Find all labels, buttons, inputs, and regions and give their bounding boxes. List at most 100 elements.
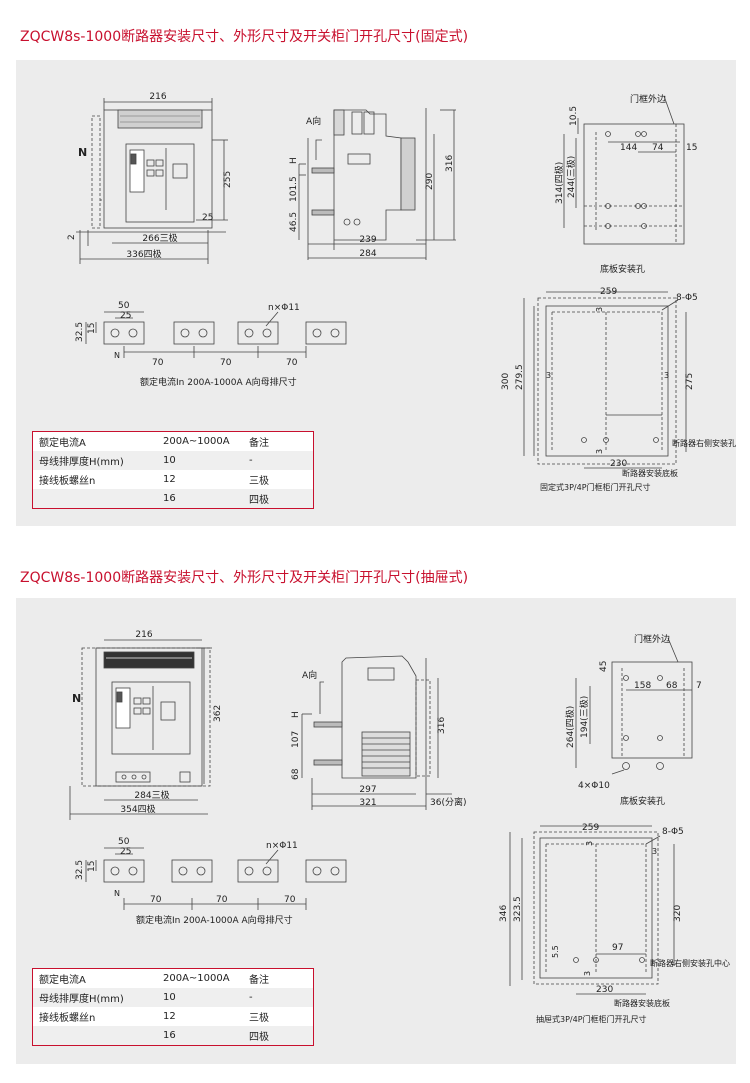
door-230: 230 (596, 985, 613, 995)
dim-284: 284三极 (134, 789, 169, 801)
drawout-spec-table: 额定电流A 200A~1000A 备注 母线排厚度H(mm) 10 - 接线板螺… (32, 968, 314, 1046)
dim-194: 194(三极) (578, 696, 590, 738)
door-3d: 3 (595, 449, 604, 454)
drawout-side-view (301, 655, 452, 810)
fixed-spec-table: 额定电流A 200A~1000A 备注 母线排厚度H(mm) 10 - 接线板螺… (32, 431, 314, 509)
h-label: H (289, 157, 299, 164)
table-row: 母线排厚度H(mm) 10 - (33, 451, 313, 470)
dim-2: 2 (67, 234, 77, 240)
table-cell: 200A~1000A (163, 973, 230, 984)
bus-50: 50 (118, 301, 130, 311)
dim-74: 74 (652, 143, 664, 153)
dim-45: 45 (599, 661, 609, 672)
h-label: H (291, 711, 301, 718)
dim-321: 321 (359, 798, 376, 808)
base-holes: 4×Φ10 (578, 781, 610, 791)
dim-68b: 68 (666, 681, 678, 691)
door-279-5: 279.5 (515, 364, 525, 390)
door-holes: 8-Φ5 (676, 293, 698, 303)
dim-239: 239 (359, 235, 376, 245)
dim-255: 255 (223, 171, 233, 188)
a-direction: A向 (306, 115, 321, 127)
fixed-front-view (76, 98, 228, 264)
dim-158: 158 (634, 681, 651, 691)
table-cell: 16 (163, 1030, 176, 1041)
bus-caption: 额定电流In 200A-1000A A向母排尺寸 (136, 914, 293, 926)
frame-edge-label: 门框外边 (630, 93, 666, 105)
fixed-busbar (85, 311, 347, 358)
frame-edge-label: 门框外边 (634, 633, 670, 645)
dim-36: 36(分离) (430, 796, 466, 808)
bus-n: N (114, 889, 120, 898)
dim-7: 7 (696, 681, 702, 691)
dim-316: 316 (437, 717, 447, 734)
dim-244: 244(三极) (565, 156, 577, 198)
door-259: 259 (582, 823, 599, 833)
door-3c: 3 (664, 371, 669, 380)
table-header: 额定电流A 200A~1000A 备注 (33, 969, 313, 988)
table-row: 16 四极 (33, 1026, 313, 1045)
dim-314: 314(四极) (553, 162, 565, 204)
bus-15: 15 (87, 323, 97, 334)
door-323-5: 323.5 (513, 896, 523, 922)
dim-15: 15 (686, 143, 697, 153)
bus-32-5: 32.5 (75, 860, 85, 880)
dim-144: 144 (620, 143, 637, 153)
section-title-fixed: ZQCW8s-1000断路器安装尺寸、外形尺寸及开关柜门开孔尺寸(固定式) (20, 29, 469, 45)
drawout-door-cutout (509, 825, 675, 995)
door-5-5: 5.5 (551, 945, 560, 958)
table-header: 额定电流A 200A~1000A 备注 (33, 432, 313, 451)
bus-70-2: 70 (220, 358, 232, 368)
dim-284: 284 (359, 249, 376, 259)
door-346: 346 (499, 905, 509, 922)
door-300: 300 (501, 373, 511, 390)
table-cell: 母线排厚度H(mm) (39, 457, 124, 468)
table-row: 接线板螺丝n 12 三极 (33, 1007, 313, 1026)
table-cell: 12 (163, 1011, 176, 1022)
bus-25: 25 (120, 847, 131, 857)
bus-50: 50 (118, 837, 130, 847)
table-cell: 四极 (249, 1032, 269, 1043)
bus-n: N (114, 351, 120, 360)
bus-70-1: 70 (152, 358, 164, 368)
drawout-diagrams: 216 N 362 284三极 354四极 A向 H 107 68 316 29… (69, 630, 730, 1024)
dim-216: 216 (149, 92, 166, 102)
drawout-base-plate (575, 637, 693, 775)
bus-25: 25 (120, 311, 131, 321)
fixed-base-plate (563, 95, 685, 245)
door-275: 275 (685, 373, 695, 390)
table-cell: 三极 (249, 476, 269, 487)
dim-25: 25 (202, 213, 213, 223)
table-cell: 接线板螺丝n (39, 476, 96, 487)
dim-290: 290 (425, 173, 435, 190)
section-title-drawout: ZQCW8s-1000断路器安装尺寸、外形尺寸及开关柜门开孔尺寸(抽屉式) (20, 570, 469, 586)
door-3c: 3 (583, 971, 592, 976)
fixed-door-cutout (523, 291, 687, 469)
table-cell: 10 (163, 455, 176, 466)
base-caption: 底板安装孔 (620, 795, 665, 807)
table-cell: 备注 (249, 975, 269, 986)
door-plate: 断路器安装底板 (614, 998, 670, 1008)
fixed-diagrams: 216 N 255 25 2 266三极 336四极 A向 H 101.5 46… (67, 92, 736, 492)
bus-70-1: 70 (150, 895, 162, 905)
dim-264: 264(四极) (564, 706, 576, 748)
bus-15: 15 (87, 861, 97, 872)
table-row: 16 四极 (33, 489, 313, 508)
bus-70-3: 70 (286, 358, 298, 368)
n-label: N (78, 146, 87, 159)
dim-68: 68 (291, 768, 301, 780)
bus-32-5: 32.5 (75, 322, 85, 342)
table-cell: 四极 (249, 495, 269, 506)
dim-316: 316 (445, 155, 455, 172)
door-caption: 抽屉式3P/4P门框柜门开孔尺寸 (536, 1014, 647, 1024)
dim-10-5: 10.5 (569, 106, 579, 126)
table-cell: 12 (163, 474, 176, 485)
table-cell: 10 (163, 992, 176, 1003)
table-cell: 备注 (249, 438, 269, 449)
table-cell: 母线排厚度H(mm) (39, 994, 124, 1005)
dim-297: 297 (359, 785, 376, 795)
bus-hole: n×Φ11 (268, 303, 300, 313)
table-cell: - (249, 455, 253, 466)
a-direction: A向 (302, 669, 317, 681)
door-3a: 3 (595, 307, 604, 312)
